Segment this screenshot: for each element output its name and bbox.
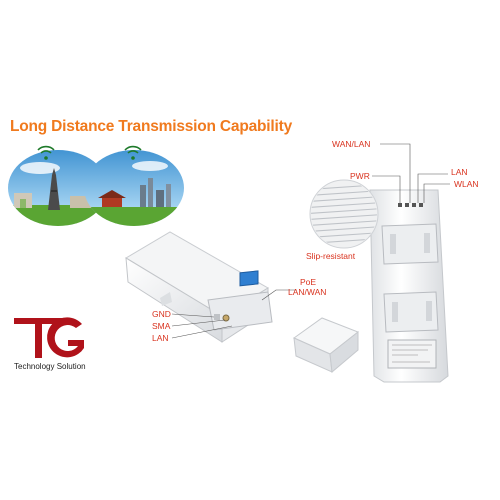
led-indicators xyxy=(398,203,423,207)
logo-tagline: Technology Solution xyxy=(14,362,86,371)
wan-lan-label: WAN/LAN xyxy=(332,139,371,149)
pwr-label: PWR xyxy=(350,171,370,181)
poe-label: PoE xyxy=(300,277,317,287)
headline: Long Distance Transmission Capability xyxy=(10,118,292,135)
wifi-icon xyxy=(37,145,55,160)
lan-wan-label: LAN/WAN xyxy=(288,287,327,297)
lan-led-label: LAN xyxy=(451,167,468,177)
slip-resistant-label: Slip-resistant xyxy=(306,251,356,261)
wlan-label: WLAN xyxy=(454,179,479,189)
gnd-label: GND xyxy=(152,309,171,319)
sma-label: SMA xyxy=(152,321,171,331)
lan-label: LAN xyxy=(152,333,169,343)
